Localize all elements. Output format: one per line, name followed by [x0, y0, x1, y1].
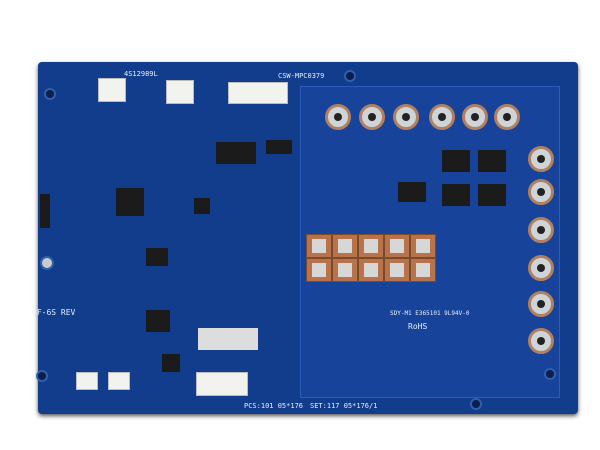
microcontroller-chip: [116, 188, 144, 216]
push-button: [40, 256, 54, 270]
shunt-resistor: [410, 234, 436, 258]
mounting-hole: [470, 398, 482, 410]
solder-pad: [528, 217, 554, 243]
ic-chip: [146, 248, 168, 266]
mosfet-chip: [478, 150, 506, 172]
mounting-hole: [36, 370, 48, 382]
set-label: SET:117 05*176/1: [310, 402, 378, 410]
ic-chip: [146, 310, 170, 332]
shunt-resistor: [358, 234, 384, 258]
shunt-resistor: [332, 234, 358, 258]
mosfet-chip: [478, 184, 506, 206]
pcs-label: PCS:101 05*176: [244, 402, 304, 410]
solder-pad: [528, 146, 554, 172]
solder-pad: [528, 255, 554, 281]
mounting-hole: [44, 88, 56, 100]
revision-label: GF-6S REV: [32, 308, 76, 317]
shunt-resistor: [332, 258, 358, 282]
mosfet-pair: [398, 182, 426, 202]
connector: [166, 80, 194, 104]
solder-pad: [325, 104, 351, 130]
mounting-hole: [544, 368, 556, 380]
ic-chip: [266, 140, 292, 154]
connector: [196, 372, 248, 396]
mounting-hole: [344, 70, 356, 82]
resistor-array: [198, 328, 258, 350]
model-code-label: CSW-MPC0379: [278, 72, 325, 80]
solder-pad: [359, 104, 385, 130]
connector: [108, 372, 130, 390]
solder-pad: [462, 104, 488, 130]
solder-pad: [528, 328, 554, 354]
connector: [228, 82, 288, 104]
shunt-resistor: [384, 234, 410, 258]
shunt-resistor: [410, 258, 436, 282]
pin-header: [40, 194, 50, 228]
solder-pad: [528, 179, 554, 205]
mosfet-pair: [216, 142, 256, 164]
shunt-resistor: [306, 234, 332, 258]
mosfet-chip: [442, 150, 470, 172]
solder-pad: [393, 104, 419, 130]
solder-pad: [494, 104, 520, 130]
solder-pad: [528, 291, 554, 317]
ic-chip: [194, 198, 210, 214]
solder-pad: [429, 104, 455, 130]
connector: [76, 372, 98, 390]
ic-chip: [162, 354, 180, 372]
rohs-label: RoHS: [408, 322, 428, 331]
pcb-board: 4S12989L CSW-MPC0379 GF-6S REV PCS:101 0…: [32, 62, 578, 414]
shunt-resistor: [358, 258, 384, 282]
shunt-resistor: [306, 258, 332, 282]
mosfet-chip: [442, 184, 470, 206]
shunt-resistor: [384, 258, 410, 282]
part-number-label: 4S12989L: [124, 70, 158, 78]
connector: [98, 78, 126, 102]
cert-label: SDY-M1 E365101 9L94V-0: [390, 310, 470, 317]
